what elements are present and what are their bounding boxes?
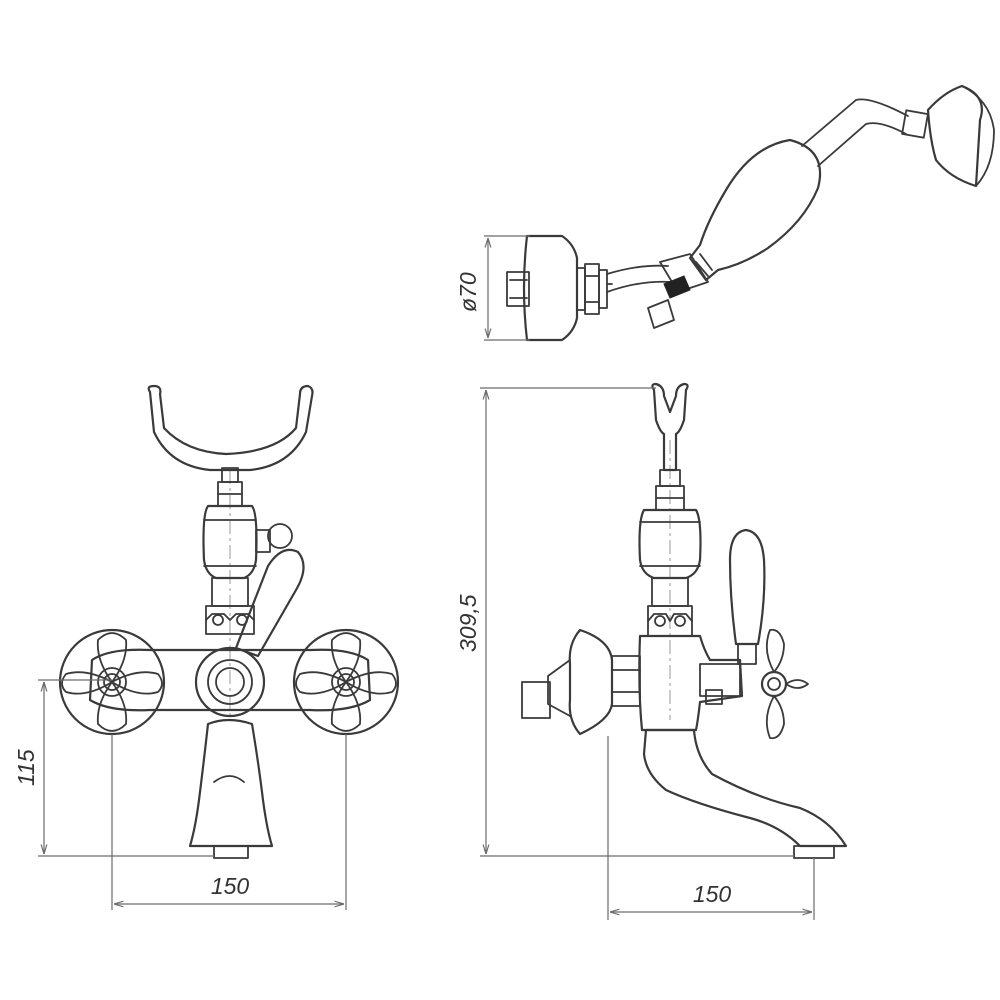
shower-handle: [688, 138, 822, 282]
spout-side: [642, 728, 848, 848]
side-mixer-body: [638, 634, 744, 732]
hex-nut: [584, 263, 600, 315]
shower-fork: [651, 382, 689, 472]
dimension-side-width: 150: [693, 881, 732, 907]
dimension-front-height: 115: [13, 749, 39, 786]
side-lever: [728, 528, 766, 646]
spout-front: [188, 718, 274, 848]
left-handwheel: [58, 628, 166, 736]
hand-shower-view: ø70: [455, 84, 995, 342]
dimension-side-height: 309,5: [455, 594, 481, 652]
side-handwheel: [760, 628, 809, 740]
shower-head: [926, 84, 983, 188]
diverter-lever: [234, 548, 305, 658]
center-medallion: [194, 646, 266, 718]
connector-stub: [506, 271, 530, 307]
shower-hose: [606, 264, 673, 293]
wall-connector: [522, 234, 579, 342]
wall-inlet: [521, 628, 641, 736]
front-view: 115 150: [13, 384, 400, 910]
shower-holder: [147, 384, 314, 472]
right-handwheel: [292, 628, 400, 736]
diverter-knob: [267, 523, 293, 549]
side-view: 309,5 150: [455, 382, 848, 920]
hose-tip: [647, 299, 675, 329]
dimension-front-width: 150: [211, 873, 250, 899]
hose-collar: [663, 275, 691, 299]
diverter-body: [202, 504, 258, 580]
shower-arm: [801, 98, 909, 167]
dimension-shower-diameter: ø70: [455, 272, 481, 312]
